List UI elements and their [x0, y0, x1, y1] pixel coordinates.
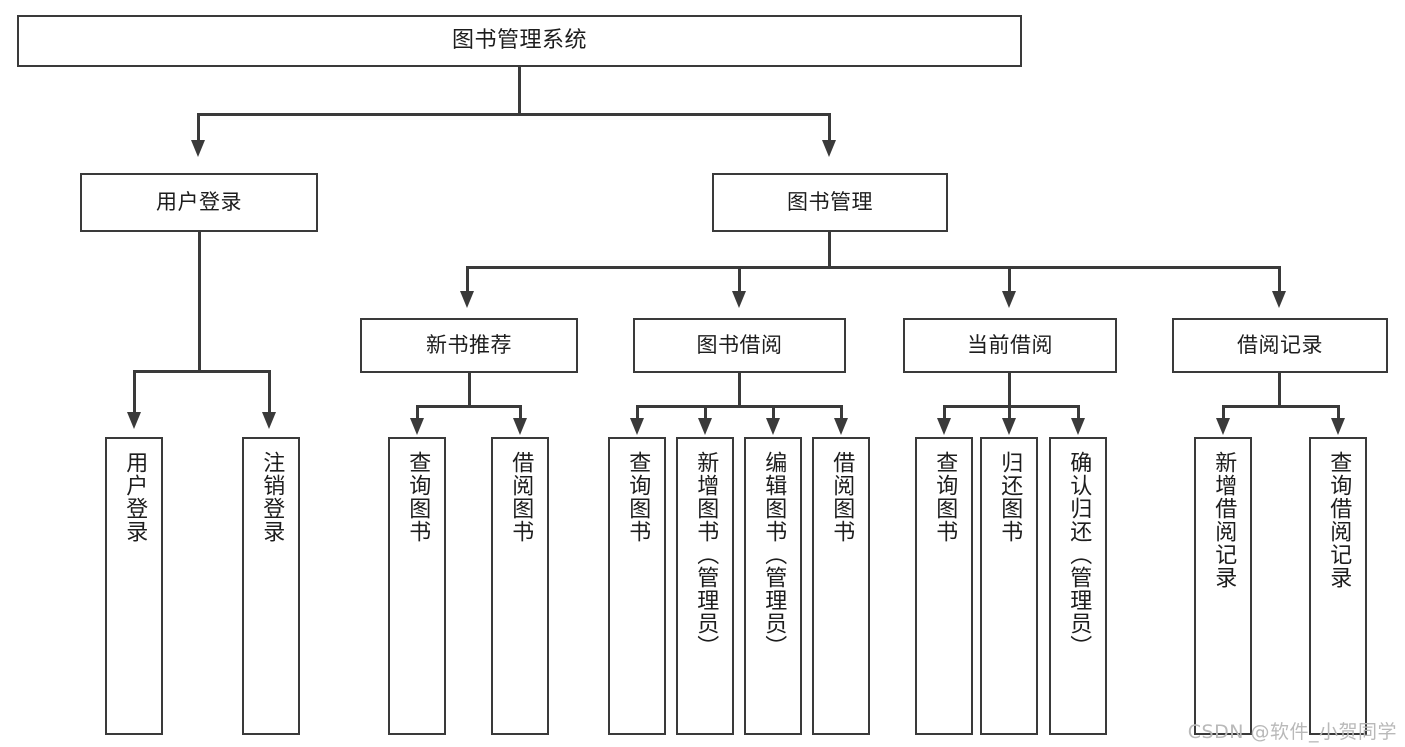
node-label: 图书管理 [787, 190, 873, 215]
leaf-query-book-newbook[interactable]: 查询图书 [388, 437, 446, 735]
connector-bookmgmt-stem [828, 232, 831, 268]
connector-newbook-l2 [519, 405, 522, 421]
connector-current-stem [1008, 373, 1011, 407]
arrowhead-to-newbook [460, 291, 474, 308]
connector-current-l3 [1077, 405, 1080, 421]
leaf-add-borrow-record[interactable]: 新增借阅记录 [1194, 437, 1252, 735]
leaf-edit-book-admin[interactable]: 编辑图书（管理员） [744, 437, 802, 735]
connector-current-l2 [1008, 405, 1011, 421]
arrowhead-leaf-add-record [1216, 418, 1230, 435]
connector-login-to-leaf2 [268, 370, 271, 415]
connector-borrow-l4 [840, 405, 843, 421]
arrowhead-to-current [1002, 291, 1016, 308]
connector-newbook-stem [468, 373, 471, 407]
connector-borrow-l3 [772, 405, 775, 421]
connector-to-newbook [466, 266, 469, 294]
arrowhead-to-bookmgmt [822, 140, 836, 157]
connector-records-l2 [1337, 405, 1340, 421]
connector-current-bus [943, 405, 1079, 408]
node-label: 新增借阅记录 [1211, 451, 1237, 589]
node-label: 查询借阅记录 [1326, 451, 1352, 589]
node-label: 图书管理系统 [451, 28, 587, 54]
connector-records-stem [1278, 373, 1281, 407]
arrowhead-leaf-edit-book [766, 418, 780, 435]
connector-to-records [1278, 266, 1281, 294]
arrowhead-leaf-confirm-return [1071, 418, 1085, 435]
node-label: 借阅图书 [508, 451, 534, 543]
arrowhead-leaf-add-book [698, 418, 712, 435]
node-label: 确认归还（管理员） [1066, 451, 1092, 658]
connector-current-l1 [943, 405, 946, 421]
node-current-borrow[interactable]: 当前借阅 [903, 318, 1117, 373]
node-label: 用户登录 [156, 190, 242, 215]
connector-root-to-login [197, 113, 200, 143]
node-label: 当前借阅 [967, 333, 1053, 358]
arrowhead-to-records [1272, 291, 1286, 308]
arrowhead-leaf-borrow-book-1 [513, 418, 527, 435]
leaf-logout[interactable]: 注销登录 [242, 437, 300, 735]
leaf-add-book-admin[interactable]: 新增图书（管理员） [676, 437, 734, 735]
leaf-query-book-borrow[interactable]: 查询图书 [608, 437, 666, 735]
leaf-query-borrow-record[interactable]: 查询借阅记录 [1309, 437, 1367, 735]
arrowhead-leaf-return-book [1002, 418, 1016, 435]
connector-to-borrow [738, 266, 741, 294]
leaf-query-book-current[interactable]: 查询图书 [915, 437, 973, 735]
node-label: 用户登录 [122, 451, 148, 543]
arrowhead-leaf-query-book-2 [630, 418, 644, 435]
node-root-system[interactable]: 图书管理系统 [17, 15, 1022, 67]
arrowhead-leaf-query-book-1 [410, 418, 424, 435]
arrowhead-leaf-logout [262, 412, 276, 429]
connector-borrow-l1 [636, 405, 639, 421]
node-label: 注销登录 [259, 451, 285, 543]
connector-root-to-bookmgmt [828, 113, 831, 143]
leaf-confirm-return-admin[interactable]: 确认归还（管理员） [1049, 437, 1107, 735]
node-label: 新增图书（管理员） [693, 451, 719, 658]
arrowhead-leaf-query-book-3 [937, 418, 951, 435]
connector-borrow-stem [738, 373, 741, 407]
node-user-login[interactable]: 用户登录 [80, 173, 318, 232]
leaf-return-book[interactable]: 归还图书 [980, 437, 1038, 735]
connector-newbook-l1 [416, 405, 419, 421]
leaf-borrow-book-newbook[interactable]: 借阅图书 [491, 437, 549, 735]
connector-to-current [1008, 266, 1011, 294]
node-label: 查询图书 [932, 451, 958, 543]
node-label: 查询图书 [405, 451, 431, 543]
node-label: 编辑图书（管理员） [761, 451, 787, 658]
arrowhead-leaf-borrow-book-2 [834, 418, 848, 435]
connector-newbook-bus [416, 405, 522, 408]
node-label: 新书推荐 [426, 333, 512, 358]
node-new-book-recommend[interactable]: 新书推荐 [360, 318, 578, 373]
node-label: 查询图书 [625, 451, 651, 543]
node-label: 归还图书 [997, 451, 1023, 543]
node-book-borrow[interactable]: 图书借阅 [633, 318, 846, 373]
connector-root-stem [518, 67, 521, 113]
node-label: 借阅图书 [829, 451, 855, 543]
node-borrow-records[interactable]: 借阅记录 [1172, 318, 1388, 373]
arrowhead-to-borrow [732, 291, 746, 308]
node-label: 借阅记录 [1237, 333, 1323, 358]
connector-login-stem [198, 232, 201, 372]
connector-login-bus [133, 370, 268, 373]
connector-login-to-leaf1 [133, 370, 136, 415]
arrowhead-leaf-user-login [127, 412, 141, 429]
node-book-management[interactable]: 图书管理 [712, 173, 948, 232]
connector-borrow-l2 [704, 405, 707, 421]
connector-root-bus [197, 113, 831, 116]
leaf-user-login[interactable]: 用户登录 [105, 437, 163, 735]
connector-bookmgmt-bus [466, 266, 1280, 269]
arrowhead-to-login [191, 140, 205, 157]
connector-records-l1 [1222, 405, 1225, 421]
connector-records-bus [1222, 405, 1339, 408]
leaf-borrow-book-borrow[interactable]: 借阅图书 [812, 437, 870, 735]
connector-borrow-bus [636, 405, 843, 408]
arrowhead-leaf-query-record [1331, 418, 1345, 435]
node-label: 图书借阅 [696, 333, 783, 358]
